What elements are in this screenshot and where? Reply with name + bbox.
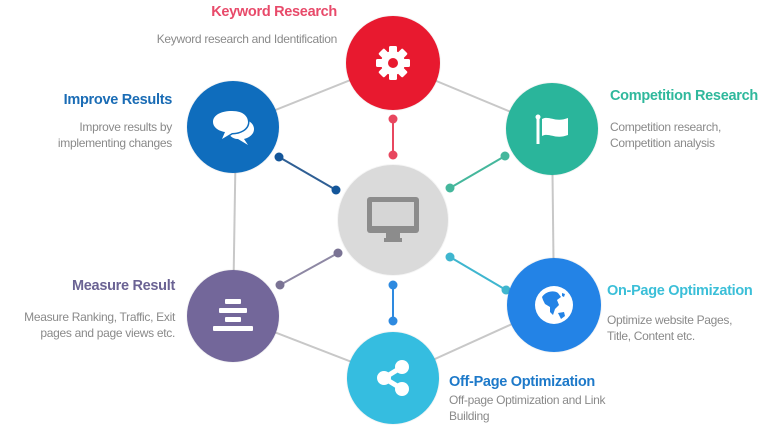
spoke-competition (445, 151, 510, 193)
improve-results-description-line: implementing changes (57, 136, 172, 150)
improve-results-description-line: Improve results by (79, 120, 172, 134)
stack-bars-icon (213, 299, 253, 331)
spoke-on-page (445, 252, 511, 295)
monitor-icon (367, 197, 419, 242)
gear-icon (376, 46, 410, 80)
spoke-improve (274, 152, 341, 195)
on-page-optimization-description: Optimize website Pages, Title, Content e… (607, 312, 732, 344)
off-page-optimization-node[interactable] (347, 332, 439, 424)
keyword-research-node[interactable] (346, 16, 440, 110)
keyword-research-title: Keyword Research (211, 4, 337, 20)
competition-research-description-line: Competition research, (610, 120, 722, 134)
off-page-optimization-title: Off-Page Optimization (449, 374, 595, 390)
off-page-optimization-description-line: Building (449, 409, 490, 423)
improve-results-node[interactable] (187, 81, 279, 173)
on-page-optimization-description-line: Title, Content etc. (607, 329, 695, 343)
measure-result-description-line: pages and page views etc. (40, 326, 175, 340)
spoke-off-page (388, 280, 398, 326)
improve-results-description: Improve results by implementing changes (58, 119, 172, 151)
competition-research-node[interactable] (506, 83, 598, 175)
measure-result-description: Measure Ranking, Traffic, Exit pages and… (24, 309, 175, 341)
competition-research-title: Competition Research (610, 88, 758, 104)
chat-bubbles-icon (211, 109, 254, 145)
competition-research-description: Competition research, Competition analys… (610, 119, 721, 151)
measure-result-node[interactable] (187, 270, 279, 362)
on-page-optimization-node[interactable] (507, 258, 601, 352)
share-icon (377, 360, 409, 396)
spoke-measure (275, 248, 343, 290)
keyword-research-description: Keyword research and Identification (156, 32, 338, 46)
measure-result-title: Measure Result (72, 278, 175, 294)
measure-result-description-line: Measure Ranking, Traffic, Exit (24, 310, 175, 324)
off-page-optimization-description: Off-page Optimization and Link Building (449, 392, 606, 424)
flag-icon (535, 114, 568, 144)
on-page-optimization-description-line: Optimize website Pages, (607, 313, 733, 327)
center-node (338, 165, 448, 275)
competition-research-description-line: Competition analysis (610, 136, 715, 150)
globe-icon (535, 286, 573, 324)
spoke-keyword (388, 114, 398, 160)
off-page-optimization-description-line: Off-page Optimization and Link (449, 393, 606, 407)
improve-results-title: Improve Results (63, 92, 173, 108)
on-page-optimization-title: On-Page Optimization (607, 283, 753, 299)
